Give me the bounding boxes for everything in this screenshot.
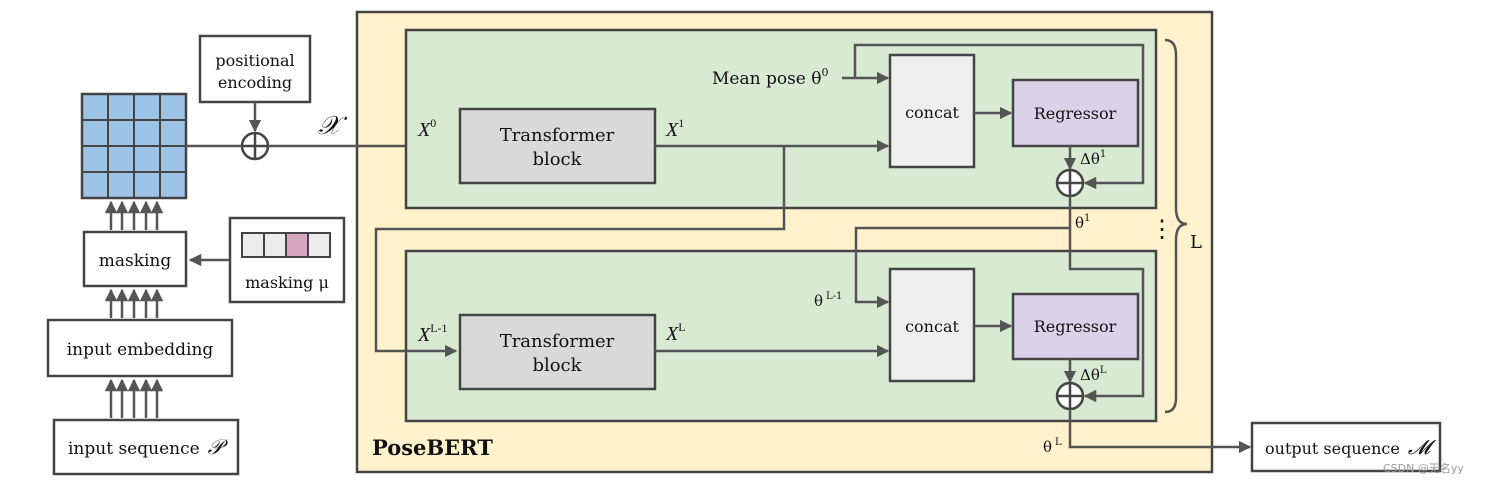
masking-label: masking — [99, 251, 172, 271]
concat-box-L — [888, 267, 976, 383]
regressor-L-label: Regressor — [1034, 317, 1117, 336]
mask-cell — [263, 232, 287, 258]
posebert-title: PoseBERT — [372, 435, 493, 460]
layer-brace — [1164, 38, 1188, 414]
x1-to-next-layer-line — [374, 146, 786, 358]
transformer-1-label-2: block — [532, 149, 582, 170]
transformer-L-label-2: block — [532, 355, 582, 376]
input-embedding-box — [46, 318, 234, 378]
theta-1-label: θ1 — [1075, 213, 1090, 232]
x-symbol: 𝒳 — [318, 111, 348, 140]
regressor-1-label: Regressor — [1034, 104, 1117, 123]
delta-theta-L-label: ΔθL — [1080, 365, 1107, 384]
concat-L-label: concat — [905, 317, 959, 336]
transformer-L-label: Transformer — [500, 331, 615, 352]
mask-cell-highlight — [285, 232, 309, 258]
mask-cell — [241, 232, 265, 258]
token-grid — [80, 92, 188, 200]
output-arrow — [1068, 409, 1252, 454]
xL1-label: XL-1 — [417, 321, 448, 346]
concat-box-1 — [888, 53, 976, 169]
mask-cell — [307, 232, 331, 258]
x0-label: X0 — [417, 116, 436, 141]
delta-theta-1-label: Δθ1 — [1080, 149, 1106, 168]
concat-1-label: concat — [905, 103, 959, 122]
transformer-block-L — [458, 313, 657, 391]
theta1-to-concat-line — [854, 196, 1072, 309]
input-embedding-label: input embedding — [67, 340, 214, 360]
regressor-box-L — [1011, 292, 1140, 361]
theta0-loop-line — [853, 43, 1145, 190]
positional-encoding-box — [198, 34, 312, 104]
theta1-loop-line — [1068, 228, 1145, 403]
x1-label: X1 — [665, 116, 684, 141]
L-label: L — [1190, 232, 1202, 253]
add-circle-L-icon — [1055, 381, 1085, 411]
input-sequence-box — [52, 418, 240, 476]
xL-label: XL — [665, 320, 686, 345]
mask-vector — [241, 232, 331, 258]
add-circle-icon — [240, 131, 270, 161]
positional-encoding-label-2: encoding — [218, 73, 292, 92]
transformer-1-label: Transformer — [500, 125, 615, 146]
transformer-block-1 — [458, 107, 657, 185]
masking-mu-label: masking μ — [245, 273, 329, 292]
positional-encoding-label: positional — [215, 51, 294, 70]
output-sequence-box — [1250, 421, 1442, 473]
mean-pose-label: Mean pose θ0 — [712, 66, 829, 89]
add-circle-1-icon — [1055, 168, 1085, 198]
regressor-box-1 — [1011, 78, 1140, 148]
watermark: CSDN @无名yy — [1383, 461, 1464, 475]
masking-box — [82, 230, 188, 288]
vdots: ⋮ — [1150, 215, 1174, 243]
